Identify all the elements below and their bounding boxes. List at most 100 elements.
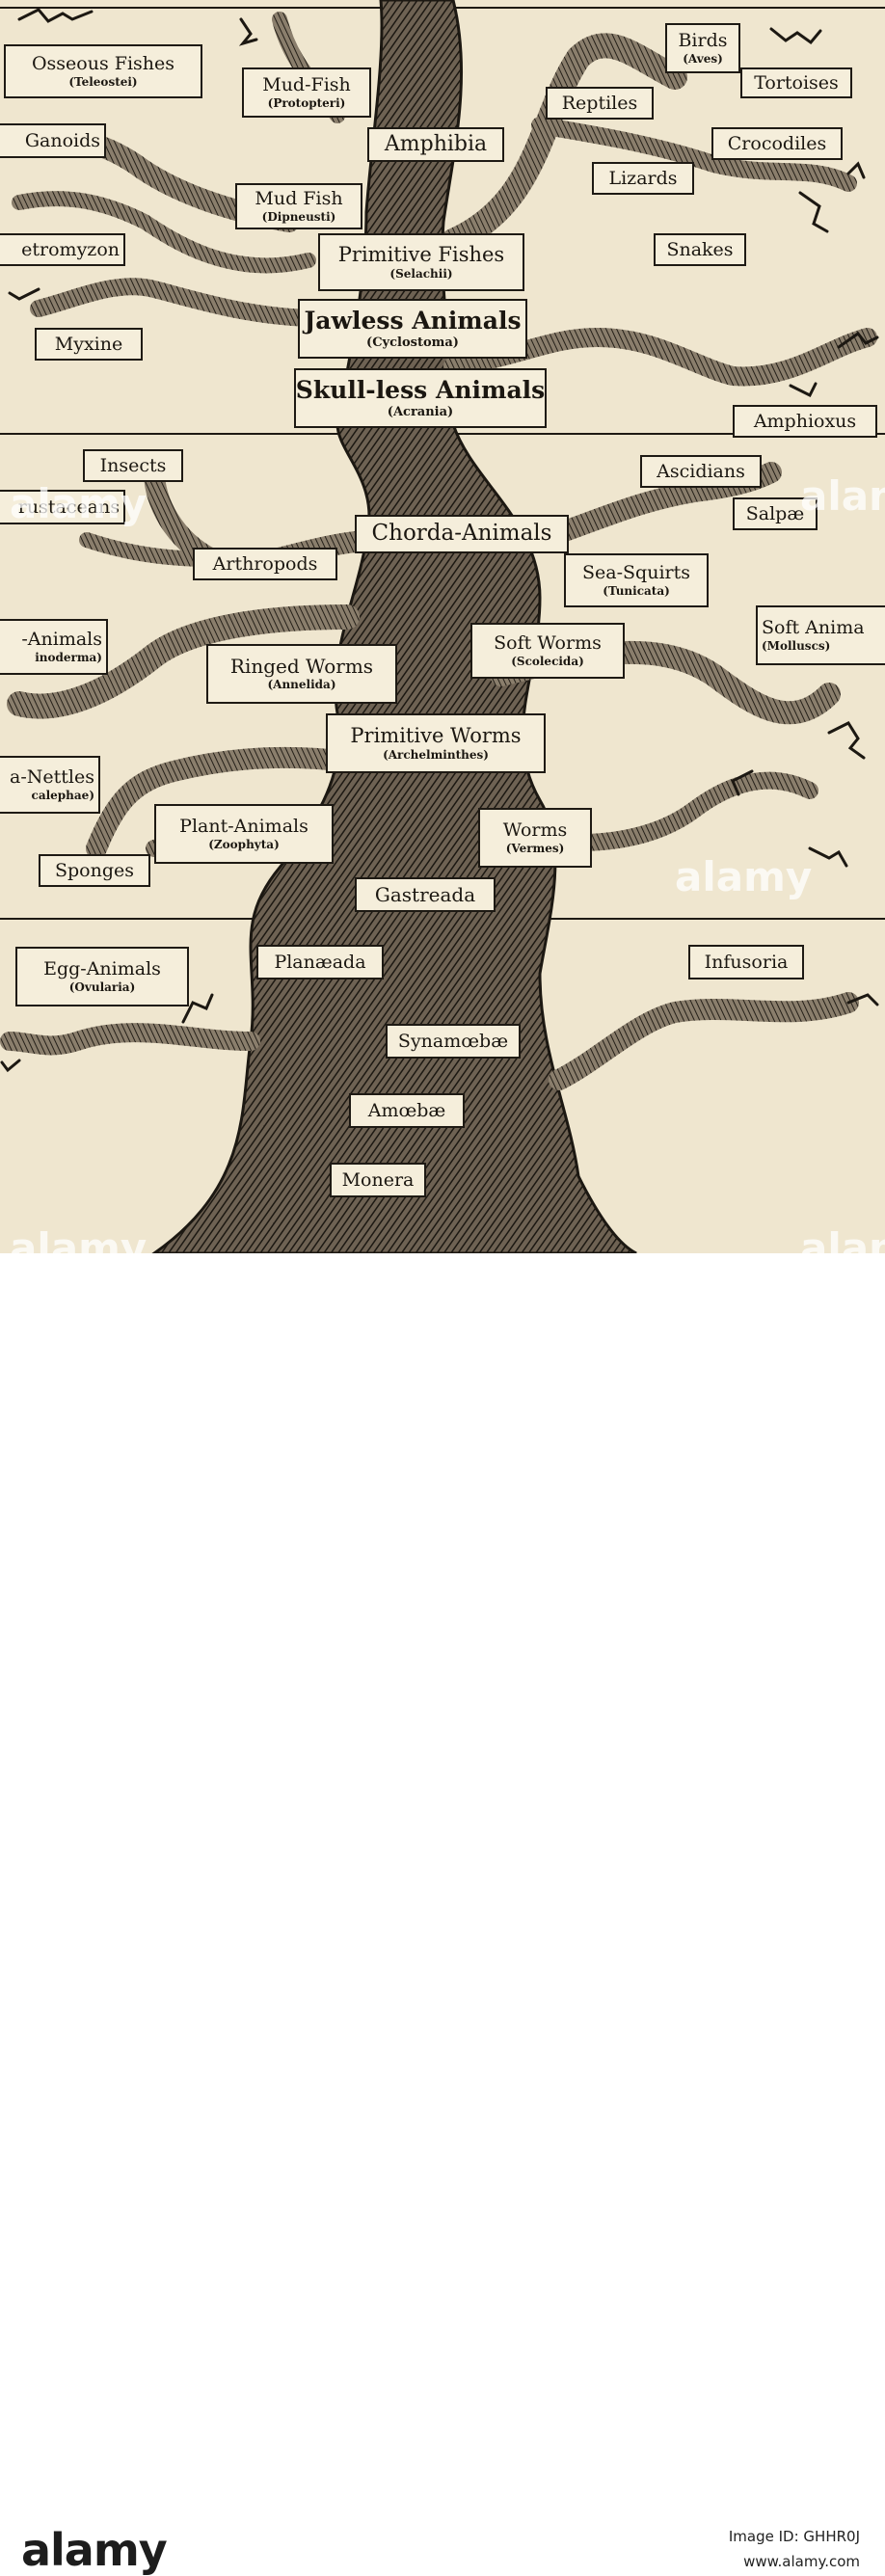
label-planaeada: Planæada [256, 945, 384, 979]
label-name: Egg-Animals [43, 957, 161, 979]
label-name: Primitive Fishes [337, 242, 505, 266]
watermark: alamy [800, 1224, 885, 1253]
label-birds: Birds (Aves) [665, 23, 740, 73]
label-name: etromyzon [21, 238, 120, 260]
label-sea-nettles: a-Nettles calephae) [0, 756, 100, 814]
label-mud-fish-protopteri: Mud-Fish (Protopteri) [242, 67, 371, 118]
label-synamoebae: Synamœbæ [386, 1024, 521, 1059]
label-name: Synamœbæ [397, 1030, 509, 1052]
label-echinoderma: -Animals inoderma) [0, 619, 108, 675]
label-name: Osseous Fishes [31, 52, 175, 74]
label-name: Lizards [608, 167, 678, 189]
label-sub: (Zoophyta) [208, 837, 280, 851]
watermark: alamy [675, 853, 813, 900]
label-reptiles: Reptiles [546, 87, 654, 120]
label-gastreada: Gastreada [355, 877, 496, 912]
label-name: Worms [502, 818, 568, 841]
label-sponges: Sponges [39, 854, 150, 887]
label-name: Soft Anima [762, 616, 865, 638]
label-name: Mud-Fish [262, 73, 351, 95]
label-sub: (Vermes) [505, 841, 565, 855]
label-mud-fish-dipneusti: Mud Fish (Dipneusti) [235, 183, 362, 229]
label-ganoids: Ganoids [0, 123, 106, 158]
label-name: Jawless Animals [304, 307, 522, 335]
tree-of-life-plate: Osseous Fishes (Teleostei) Mud-Fish (Pro… [0, 0, 885, 1253]
label-name: Mud Fish [255, 187, 343, 209]
label-infusoria: Infusoria [688, 945, 804, 979]
label-name: Infusoria [704, 951, 789, 973]
label-tortoises: Tortoises [740, 67, 852, 98]
label-sub: (Annelida) [267, 678, 336, 692]
label-lizards: Lizards [592, 162, 694, 195]
label-name: Ganoids [24, 129, 100, 151]
label-ascidians: Ascidians [640, 455, 762, 488]
label-sub: (Cyclostoma) [366, 335, 459, 350]
label-ringed-worms: Ringed Worms (Annelida) [206, 644, 397, 704]
label-sub: (Selachii) [389, 266, 453, 281]
label-name: a-Nettles [10, 765, 94, 788]
label-name: rustaceans [17, 496, 120, 518]
label-name: Birds [678, 29, 728, 51]
label-sub: (Scolecida) [511, 654, 584, 668]
label-name: Sea-Squirts [582, 561, 690, 583]
label-arthropods: Arthropods [193, 548, 337, 580]
label-sub: inoderma) [35, 650, 102, 664]
label-soft-animals: Soft Anima (Molluscs) [756, 605, 885, 665]
label-name: Skull-less Animals [295, 376, 546, 405]
label-crocodiles: Crocodiles [711, 127, 843, 160]
label-amphibia: Amphibia [367, 127, 504, 162]
label-monera: Monera [330, 1163, 426, 1197]
label-worms-vermes: Worms (Vermes) [478, 808, 592, 868]
label-plant-animals: Plant-Animals (Zoophyta) [154, 804, 334, 864]
label-name: Ringed Worms [229, 655, 374, 679]
watermark: alamy [800, 472, 885, 520]
label-insects: Insects [83, 449, 183, 482]
label-name: Amphibia [384, 131, 488, 156]
label-amphioxus: Amphioxus [733, 405, 877, 438]
tree-illustration [0, 0, 885, 1253]
label-primitive-fishes: Primitive Fishes (Selachii) [318, 233, 524, 291]
alamy-logo[interactable]: alamy [21, 2524, 168, 2576]
label-salpae: Salpæ [733, 497, 818, 530]
label-name: Snakes [666, 238, 734, 260]
label-name: Amphioxus [753, 410, 857, 432]
label-chorda-animals: Chorda-Animals [355, 515, 569, 553]
label-sub: (Tunicata) [603, 583, 670, 598]
label-name: Monera [341, 1168, 415, 1191]
label-sub: (Protopteri) [267, 95, 346, 110]
label-name: Arthropods [212, 552, 318, 575]
label-myxine: Myxine [35, 328, 143, 361]
label-sub: (Ovularia) [68, 979, 136, 994]
label-name: Ascidians [657, 460, 745, 482]
label-sub: (Dipneusti) [261, 209, 336, 224]
label-name: Soft Worms [494, 631, 602, 654]
label-skull-less-animals: Skull-less Animals (Acrania) [294, 368, 547, 428]
label-sub: (Aves) [683, 51, 723, 66]
label-osseous-fishes: Osseous Fishes (Teleostei) [4, 44, 202, 98]
label-crustaceans: rustaceans [0, 490, 125, 524]
site-url[interactable]: www.alamy.com [743, 2553, 860, 2570]
watermark: alamy [10, 1224, 148, 1253]
label-name: Primitive Worms [350, 723, 522, 747]
label-name: Amœbæ [367, 1099, 446, 1121]
label-name: Plant-Animals [179, 815, 308, 837]
label-sub: (Acrania) [387, 404, 454, 419]
label-name: Chorda-Animals [371, 521, 552, 547]
watermark: alamy [10, 480, 148, 527]
stock-footer: alamy Image ID: GHHR0J www.alamy.com [0, 1253, 885, 2576]
label-snakes: Snakes [654, 233, 746, 266]
label-sub: (Archelminthes) [383, 747, 489, 762]
label-soft-worms: Soft Worms (Scolecida) [470, 623, 625, 679]
label-name: Sponges [54, 859, 134, 881]
label-primitive-worms: Primitive Worms (Archelminthes) [326, 713, 546, 773]
label-jawless-animals: Jawless Animals (Cyclostoma) [298, 299, 527, 359]
label-egg-animals: Egg-Animals (Ovularia) [15, 947, 189, 1006]
label-name: Planæada [274, 951, 366, 973]
label-name: Reptiles [561, 92, 638, 114]
label-sub: calephae) [31, 788, 94, 802]
label-amoebae: Amœbæ [349, 1093, 465, 1128]
label-sub: (Molluscs) [762, 638, 831, 653]
label-sea-squirts: Sea-Squirts (Tunicata) [564, 553, 709, 607]
label-name: Crocodiles [727, 132, 827, 154]
label-name: Tortoises [754, 71, 839, 94]
